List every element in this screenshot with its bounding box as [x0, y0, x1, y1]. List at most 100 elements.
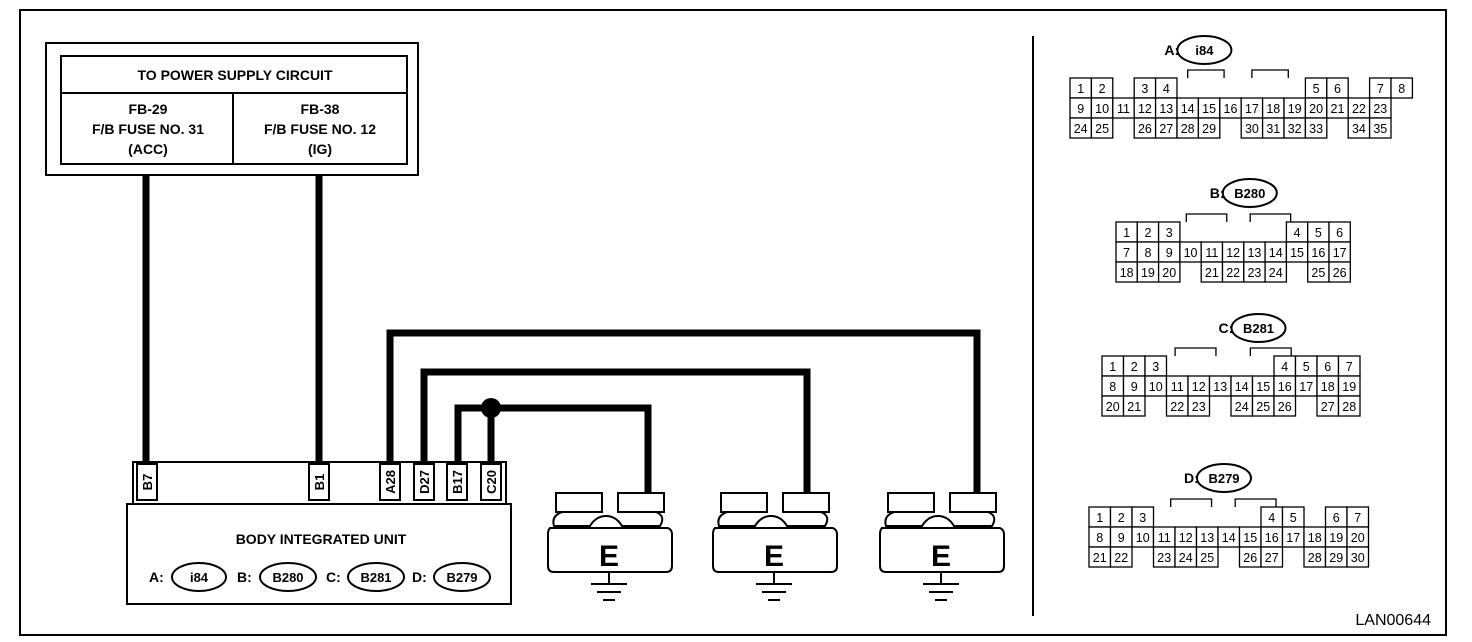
connector-pin-cell: 3 — [1133, 77, 1157, 99]
connector-pin-number: 14 — [1222, 531, 1236, 545]
connector-pin-number: 14 — [1181, 102, 1195, 116]
connector-pin-cell: 9 — [1109, 526, 1133, 548]
connector-pin-cell: 1 — [1088, 506, 1112, 528]
connector-pin-number: 12 — [1179, 531, 1193, 545]
connector-pin-number: 23 — [1247, 266, 1261, 280]
ground-connector: E — [712, 492, 838, 601]
connector-pin-number: 16 — [1278, 380, 1292, 394]
connector-pin-cell: 30 — [1240, 117, 1264, 139]
connector-pin-cell: 16 — [1219, 97, 1242, 119]
connector-pin-number: 17 — [1333, 246, 1347, 260]
connector-pin-number: 32 — [1288, 122, 1302, 136]
connector-pin-cell: 6 — [1326, 77, 1349, 99]
connector-pin-number: 26 — [1333, 266, 1347, 280]
connector-pin-number: 25 — [1256, 400, 1270, 414]
connector-pin-number: 1 — [1123, 226, 1130, 240]
connector-pin-number: 11 — [1117, 102, 1130, 116]
connector-pin-number: 26 — [1278, 400, 1292, 414]
connector-pin-number: 9 — [1166, 246, 1173, 260]
connector-pin-cell: 33 — [1304, 117, 1328, 139]
connector-pin-cell: 3 — [1144, 355, 1168, 377]
connector-pin-number: 19 — [1288, 102, 1302, 116]
connector-pin-number: 17 — [1286, 531, 1300, 545]
connector-pin-cell: 6 — [1328, 221, 1351, 243]
connector-pin-number: 33 — [1309, 122, 1323, 136]
connector-pin-cell: 4 — [1154, 77, 1178, 99]
connector-pin-number: 23 — [1373, 102, 1387, 116]
connector-pin-number: 22 — [1226, 266, 1240, 280]
connector-pin-cell: 27 — [1316, 395, 1340, 417]
connector-pin-cell: 3 — [1131, 506, 1155, 528]
connector-pin-number: 1 — [1077, 82, 1084, 96]
connector-pin-number: 12 — [1192, 380, 1206, 394]
connector-pin-cell: 25 — [1251, 395, 1275, 417]
connector-view-prefix: D: — [1184, 470, 1199, 486]
connector-pin-number: 31 — [1266, 122, 1280, 136]
connector-pin-number: 22 — [1170, 400, 1184, 414]
connector-pin-cell: 16 — [1307, 241, 1330, 263]
connector-pin-number: 18 — [1266, 102, 1280, 116]
connector-pin-number: 18 — [1120, 266, 1134, 280]
connector-pin-number: 12 — [1138, 102, 1152, 116]
connector-pin-number: 5 — [1313, 82, 1320, 96]
connector-pin-number: 5 — [1303, 360, 1310, 374]
connector-pin-number: 6 — [1334, 82, 1341, 96]
connector-pin-number: 10 — [1149, 380, 1163, 394]
connector-pin-number: 15 — [1290, 246, 1304, 260]
connector-pin-cell: 23 — [1243, 261, 1266, 283]
connector-pin-number: 20 — [1106, 400, 1120, 414]
connector-pin-number: 21 — [1093, 551, 1107, 565]
connector-pin-cell: 2 — [1090, 77, 1114, 99]
connector-pin-number: 25 — [1200, 551, 1214, 565]
connector-pin-number: 11 — [1171, 380, 1184, 394]
ground-symbol — [591, 572, 627, 601]
connector-pin-number: 24 — [1179, 551, 1193, 565]
fuse-left-code: FB-29 — [129, 101, 168, 117]
connector-pin-cell: 19 — [1324, 526, 1348, 548]
connector-pin-cell: 3 — [1157, 221, 1181, 243]
connector-pin-number: 3 — [1152, 360, 1159, 374]
connector-pin-cell: 15 — [1197, 97, 1221, 119]
connector-pin-cell: 26 — [1273, 395, 1297, 417]
connector-pin-cell: 8 — [1101, 375, 1125, 397]
connector-pin-cell: 1 — [1069, 77, 1093, 99]
connector-pin-number: 9 — [1118, 531, 1125, 545]
pin-label: C20 — [484, 470, 499, 494]
fuse-left-name: F/B FUSE NO. 31 — [92, 121, 204, 137]
connector-pin-cell: 8 — [1390, 77, 1414, 99]
connector-pin-number: 7 — [1354, 511, 1361, 525]
connector-pin-number: 17 — [1245, 102, 1259, 116]
connector-pin-cell: 25 — [1195, 546, 1219, 568]
connector-pin-cell: 22 — [1221, 261, 1245, 283]
power-supply-box: TO POWER SUPPLY CIRCUIT FB-29 F/B FUSE N… — [45, 42, 419, 176]
pin-label: B7 — [140, 474, 155, 491]
connector-id: i84 — [190, 570, 209, 585]
connector-pin-number: 34 — [1352, 122, 1366, 136]
connector-pin-number: 20 — [1309, 102, 1323, 116]
connector-pin-number: 12 — [1226, 246, 1240, 260]
connector-view-badge — [1196, 463, 1252, 493]
connector-pin-cell: 28 — [1176, 117, 1200, 139]
connector-pin-cell: 14 — [1264, 241, 1288, 263]
ground-connector: E — [547, 492, 673, 601]
connector-pin-number: 7 — [1346, 360, 1353, 374]
connector-pin-number: 2 — [1099, 82, 1106, 96]
connector-pin-number: 9 — [1077, 102, 1084, 116]
connector-pin-cell: 6 — [1316, 355, 1340, 377]
connector-pin-cell: 19 — [1283, 97, 1307, 119]
connector-pin-number: 27 — [1159, 122, 1173, 136]
connector-id: B281 — [360, 570, 391, 585]
connector-pin-cell: 31 — [1261, 117, 1285, 139]
connector-pin-number: 24 — [1074, 122, 1088, 136]
connector-pin-number: 18 — [1308, 531, 1322, 545]
connector-pin-number: 4 — [1163, 82, 1170, 96]
connector-lock-tab — [1187, 69, 1225, 78]
connector-pin-number: 10 — [1095, 102, 1109, 116]
connector-view-badge — [1230, 313, 1287, 343]
connector-lock-tab — [1170, 498, 1213, 507]
connector-pin-cell: 2 — [1136, 221, 1160, 243]
connector-pin-cell: 17 — [1328, 241, 1351, 263]
connector-pin-cell: 35 — [1368, 117, 1392, 139]
